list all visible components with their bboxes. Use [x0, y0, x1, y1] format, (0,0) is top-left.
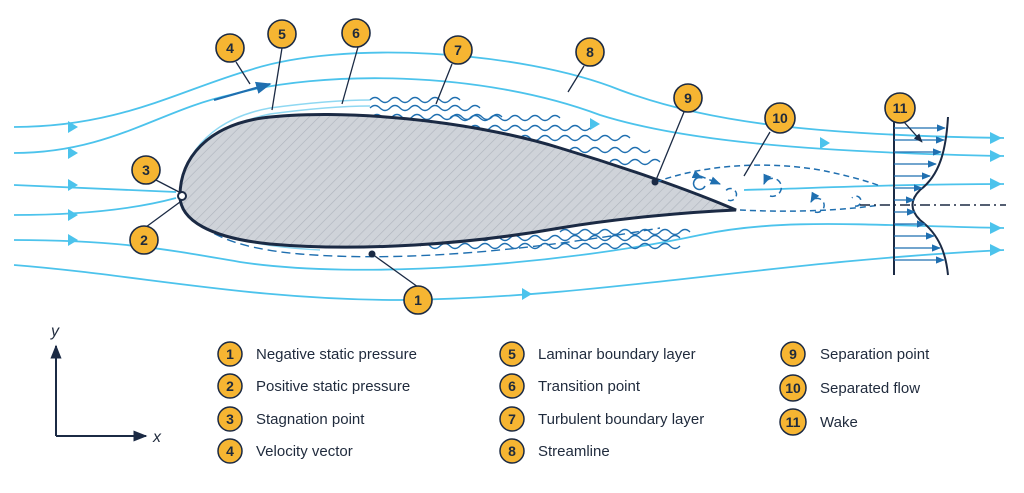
streamline-arrows: [68, 118, 1002, 300]
streamline: [13, 197, 177, 216]
streamline: [13, 77, 1005, 157]
svg-text:6: 6: [352, 25, 360, 41]
legend-item-3: 3 Stagnation point: [217, 406, 365, 432]
svg-text:8: 8: [508, 443, 516, 459]
marker-6: 6: [341, 18, 371, 48]
svg-text:11: 11: [893, 100, 908, 116]
streamline: [13, 249, 1005, 301]
legend-item-1: 1 Negative static pressure: [217, 341, 417, 367]
marker-2: 2: [129, 225, 159, 255]
marker-3: 3: [131, 155, 161, 185]
streamline-arrow: [68, 147, 78, 159]
streamline-arrow: [68, 121, 78, 133]
svg-text:4: 4: [226, 443, 234, 459]
streamline-arrow: [68, 209, 78, 221]
streamline: [13, 223, 1005, 271]
streamline-arrow: [590, 118, 600, 130]
marker-8: 8: [575, 37, 605, 67]
svg-text:8: 8: [586, 44, 594, 60]
separated-flow: [655, 164, 881, 214]
streamline: [13, 51, 1005, 139]
svg-text:3: 3: [226, 411, 234, 427]
svg-text:7: 7: [454, 42, 462, 58]
velocity-vector: [213, 81, 272, 102]
legend-item-2: 2 Positive static pressure: [217, 373, 410, 399]
streamline-arrow: [990, 150, 1002, 162]
streamline: [13, 184, 177, 193]
marker-4: 4: [215, 33, 245, 63]
svg-text:1: 1: [226, 346, 234, 362]
marker-1: 1: [403, 285, 433, 315]
svg-text:Separation point: Separation point: [820, 346, 930, 363]
marker-7: 7: [443, 35, 473, 65]
marker-9: 9: [673, 83, 703, 113]
svg-text:Negative static pressure: Negative static pressure: [256, 346, 417, 363]
svg-text:Laminar boundary layer: Laminar boundary layer: [538, 346, 696, 363]
svg-text:10: 10: [785, 380, 801, 396]
svg-text:5: 5: [508, 346, 516, 362]
svg-text:6: 6: [508, 378, 516, 394]
legend-item-7: 7 Turbulent boundary layer: [499, 406, 704, 432]
legend-item-9: 9 Separation point: [780, 341, 930, 367]
legend-item-8: 8 Streamline: [499, 438, 610, 464]
streamline-arrow: [820, 137, 830, 149]
svg-text:Velocity vector: Velocity vector: [256, 443, 353, 460]
svg-text:Stagnation point: Stagnation point: [256, 411, 365, 428]
legend-item-11: 11 Wake: [779, 408, 858, 436]
legend-item-5: 5 Laminar boundary layer: [499, 341, 696, 367]
callout-lines: [145, 46, 923, 288]
marker-5: 5: [267, 19, 297, 49]
streamline-arrow: [990, 178, 1002, 190]
stagnation-point: [177, 191, 187, 201]
svg-text:Turbulent boundary layer: Turbulent boundary layer: [538, 411, 704, 428]
svg-text:11: 11: [786, 414, 801, 430]
svg-text:2: 2: [140, 232, 148, 248]
svg-text:Positive static pressure: Positive static pressure: [256, 378, 410, 395]
x-axis-label: x: [152, 429, 162, 446]
streamline: [743, 183, 1005, 191]
streamline-arrow: [68, 179, 78, 191]
svg-text:Wake: Wake: [820, 414, 858, 431]
legend: 1 Negative static pressure 2 Positive stat…: [217, 341, 930, 464]
streamline-arrow: [990, 244, 1002, 256]
marker-10: 10: [764, 102, 796, 134]
svg-text:Streamline: Streamline: [538, 443, 610, 460]
legend-item-10: 10 Separated flow: [779, 374, 920, 402]
svg-text:9: 9: [789, 346, 797, 362]
separation-point: [651, 178, 659, 186]
svg-text:10: 10: [772, 110, 788, 126]
y-axis-label: y: [50, 323, 60, 340]
airfoil-body: [178, 113, 737, 249]
svg-text:1: 1: [414, 292, 422, 308]
svg-text:5: 5: [278, 26, 286, 42]
svg-text:3: 3: [142, 162, 150, 178]
streamline-arrow: [522, 288, 532, 300]
marker-11: 11: [884, 92, 916, 124]
diagram-markers: 1 2 3 4 5 6 7 8 9 10 11: [129, 18, 916, 315]
svg-text:2: 2: [226, 378, 234, 394]
legend-item-6: 6 Transition point: [499, 373, 641, 399]
svg-text:Separated flow: Separated flow: [820, 380, 920, 397]
svg-text:4: 4: [226, 40, 234, 56]
svg-text:9: 9: [684, 90, 692, 106]
coordinate-axes: y x: [50, 323, 162, 446]
streamline-arrow: [990, 132, 1002, 144]
streamline-arrow: [68, 234, 78, 246]
streamline-arrow: [990, 222, 1002, 234]
legend-item-4: 4 Velocity vector: [217, 438, 353, 464]
svg-text:7: 7: [508, 411, 516, 427]
svg-text:Transition point: Transition point: [538, 378, 641, 395]
